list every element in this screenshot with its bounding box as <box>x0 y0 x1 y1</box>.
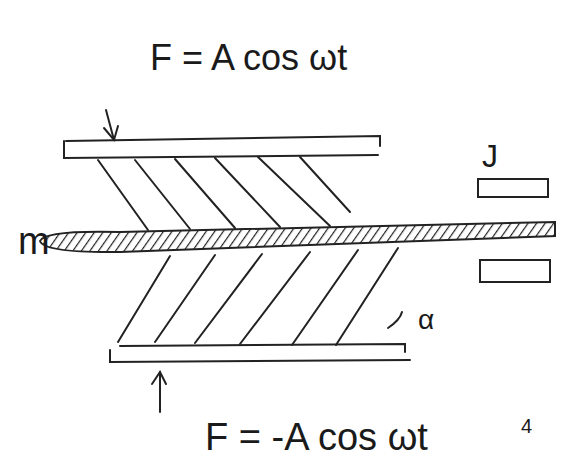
guide-block <box>478 179 548 197</box>
arrow-head <box>104 126 118 140</box>
angle-arc <box>388 312 402 328</box>
arrow-head <box>152 372 166 384</box>
top-plate <box>66 136 380 146</box>
force-label: F = A cos ωt <box>150 40 347 76</box>
angle-label: α <box>418 306 434 334</box>
lower-struts <box>118 248 398 345</box>
bottom-plate <box>110 350 410 362</box>
figure-number: 4 <box>521 416 532 436</box>
mass-label: m <box>18 222 50 260</box>
rod <box>40 222 555 252</box>
guide-label: J <box>482 140 498 172</box>
guide-block <box>480 260 550 282</box>
bottom-plate <box>120 344 405 352</box>
top-plate <box>64 141 378 158</box>
force-label: F = -A cos ωt <box>205 418 428 456</box>
upper-struts <box>98 157 350 230</box>
force-arrow <box>159 372 161 412</box>
